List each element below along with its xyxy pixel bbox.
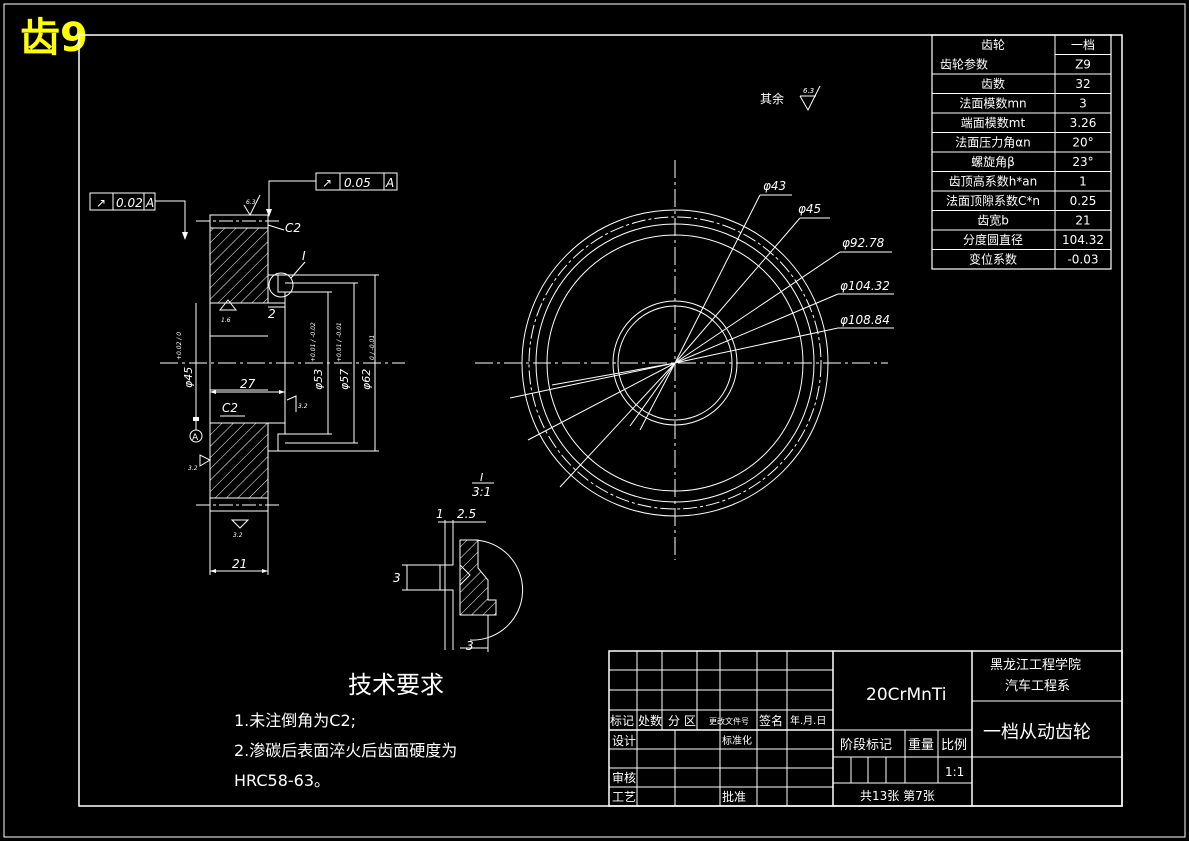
detail-view: I 3:1 1 2.5 3 3 [393, 471, 524, 653]
tech-req-line-3: HRC58-63。 [234, 771, 330, 790]
table-param-value: 104.32 [1062, 233, 1104, 247]
svg-text:1.6: 1.6 [221, 317, 231, 324]
school: 黑龙江工程学院 [990, 657, 1081, 673]
svg-text:3.2: 3.2 [188, 465, 198, 472]
svg-text:重量: 重量 [908, 737, 934, 753]
svg-text:↗: ↗ [322, 176, 332, 190]
svg-text:更改文件号: 更改文件号 [709, 716, 749, 726]
svg-text:3.2: 3.2 [233, 532, 243, 539]
svg-text:φ57: φ57 [338, 369, 351, 390]
table-param-name: 齿宽b [977, 213, 1009, 228]
svg-text:3:1: 3:1 [472, 485, 491, 499]
technical-requirements: 技术要求 1.未注倒角为C2; 2.渗碳后表面淬火后齿面硬度为 HRC58-63… [234, 671, 457, 790]
svg-text:+0.01 / -0.02: +0.01 / -0.02 [310, 322, 317, 362]
svg-text:φ108.84: φ108.84 [840, 313, 890, 327]
tech-req-line-2: 2.渗碳后表面淬火后齿面硬度为 [234, 741, 457, 760]
svg-text:0 / -0.01: 0 / -0.01 [369, 335, 376, 360]
tech-req-title: 技术要求 [348, 671, 444, 699]
svg-text:φ62: φ62 [360, 369, 373, 390]
svg-text:处数: 处数 [638, 713, 662, 728]
svg-text:3: 3 [466, 639, 474, 653]
table-param-name: 变位系数 [969, 252, 1017, 267]
svg-text:2.5: 2.5 [457, 507, 476, 521]
svg-text:C2: C2 [285, 221, 301, 235]
table-param-value: 21 [1075, 214, 1090, 228]
svg-text:+0.02 / 0: +0.02 / 0 [176, 332, 183, 360]
svg-text:↗: ↗ [96, 196, 106, 210]
svg-text:φ43: φ43 [763, 179, 786, 193]
svg-text:3: 3 [393, 571, 401, 585]
svg-text:工艺: 工艺 [612, 790, 636, 804]
svg-text:6.3: 6.3 [803, 87, 814, 95]
svg-text:标准化: 标准化 [722, 734, 752, 747]
table-param-value: 1 [1079, 175, 1087, 189]
table-param-value: 20° [1072, 136, 1093, 150]
svg-text:签名: 签名 [759, 713, 783, 728]
svg-text:年.月.日: 年.月.日 [790, 714, 826, 727]
table-param-name: 法面压力角αn [955, 136, 1031, 150]
svg-text:标记: 标记 [610, 714, 634, 728]
title-block [608, 650, 1123, 807]
roughness-note: 其余 6.3 [760, 85, 821, 112]
table-param-value: 23° [1072, 155, 1093, 169]
svg-text:6.3: 6.3 [246, 199, 256, 206]
table-param-value: 一档 [1071, 38, 1095, 52]
svg-text:I: I [302, 249, 306, 263]
table-param-value: 32 [1075, 77, 1090, 91]
table-param-value: -0.03 [1067, 253, 1098, 267]
svg-text:阶段标记: 阶段标记 [840, 738, 892, 753]
svg-text:1: 1 [436, 507, 444, 521]
part-name: 一档从动齿轮 [983, 722, 1091, 743]
department: 汽车工程系 [1005, 678, 1070, 694]
svg-text:设计: 设计 [612, 734, 636, 748]
svg-text:+0.01 / -0.01: +0.01 / -0.01 [336, 322, 343, 362]
table-param-value: 3.26 [1070, 116, 1097, 130]
table-param-name: 螺旋角β [971, 155, 1015, 169]
svg-text:共13张 第7张: 共13张 第7张 [860, 789, 935, 803]
svg-text:3.2: 3.2 [298, 403, 308, 410]
outer-frame [3, 3, 1186, 838]
table-param-value: 0.25 [1070, 194, 1097, 208]
tech-req-line-1: 1.未注倒角为C2; [234, 711, 356, 730]
svg-text:0.05: 0.05 [344, 176, 371, 190]
svg-text:审核: 审核 [612, 770, 636, 785]
svg-text:1:1: 1:1 [945, 765, 964, 779]
section-view: I ↗ 0.02 A ↗ 0.05 A 6.3 C2 2 1.6 27 [89, 172, 405, 575]
svg-text:27: 27 [240, 377, 256, 391]
sheet-tag: 齿9 [20, 15, 88, 61]
svg-text:比例: 比例 [941, 738, 967, 753]
svg-text:φ45: φ45 [182, 367, 195, 388]
svg-text:φ53: φ53 [312, 369, 325, 390]
svg-text:21: 21 [232, 557, 247, 571]
front-view: φ43 φ45 φ92.78 φ104.32 φ108.84 [475, 160, 894, 560]
table-param-name: 法面模数mn [959, 96, 1026, 111]
svg-text:φ92.78: φ92.78 [842, 236, 885, 250]
svg-text:A: A [145, 196, 154, 210]
svg-text:A: A [192, 433, 199, 443]
table-param-name: 齿数 [981, 76, 1005, 91]
svg-text:A: A [385, 176, 394, 190]
table-param-name: 法面顶隙系数C*n [946, 193, 1040, 208]
table-param-value: Z9 [1075, 58, 1091, 72]
table-param-name: 分度圆直径 [963, 232, 1023, 247]
svg-text:其余: 其余 [760, 91, 784, 106]
table-param-name: 端面模数mt [961, 115, 1026, 130]
title-block-text: 20CrMnTi 黑龙江工程学院 汽车工程系 一档从动齿轮 标记 处数 分 区 … [610, 657, 1091, 804]
svg-text:2: 2 [268, 307, 276, 321]
svg-text:分 区: 分 区 [668, 714, 696, 728]
inner-frame [78, 34, 1123, 807]
svg-text:批准: 批准 [722, 789, 746, 804]
table-param-name: 齿顶高系数h*an [949, 174, 1038, 189]
table-param-name: 齿轮参数 [940, 57, 988, 72]
svg-text:C2: C2 [222, 401, 238, 415]
svg-text:0.02: 0.02 [116, 196, 143, 210]
svg-text:φ104.32: φ104.32 [840, 279, 890, 293]
svg-text:I: I [480, 471, 483, 484]
material: 20CrMnTi [866, 685, 947, 705]
svg-text:φ45: φ45 [798, 202, 821, 216]
table-param-value: 3 [1079, 97, 1087, 111]
table-param-name: 齿轮 [981, 38, 1005, 52]
